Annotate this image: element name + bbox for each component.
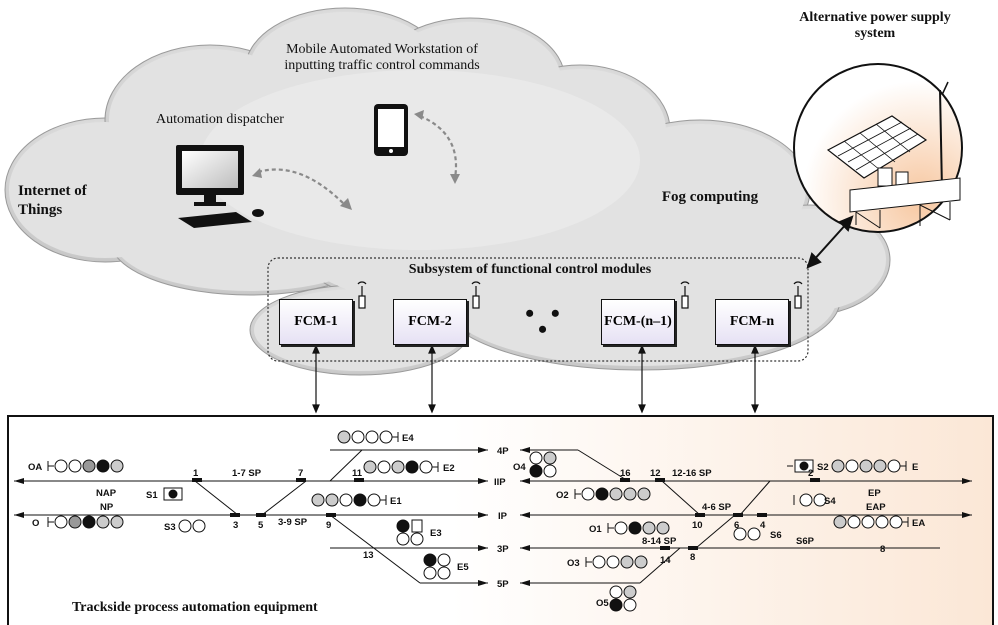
arrow-heads bbox=[252, 110, 460, 210]
signal-s4-label: S4 bbox=[824, 496, 836, 507]
switch-16-label: 16 bbox=[620, 468, 631, 479]
signal-e-label: E bbox=[912, 462, 918, 473]
section-8-14-sp: 8-14 SP bbox=[642, 536, 677, 547]
section-4-6-sp: 4-6 SP bbox=[702, 502, 732, 513]
signal-o4-label: O4 bbox=[513, 462, 526, 473]
signal-e5-label: E5 bbox=[457, 562, 469, 573]
track-5p-label: 5P bbox=[497, 579, 509, 590]
wireless-link-arrows bbox=[257, 114, 458, 206]
trackside-label: Trackside process automation equipment bbox=[72, 600, 318, 615]
section-8-end: 8 bbox=[880, 544, 885, 555]
switch-11-label: 11 bbox=[352, 468, 363, 479]
track-lines bbox=[14, 449, 972, 584]
fcm-track-links bbox=[312, 344, 759, 414]
switch-points bbox=[192, 478, 820, 550]
switch-12-label: 12 bbox=[650, 468, 661, 479]
signal-s6-label: S6 bbox=[770, 530, 782, 541]
signal-o-label: O bbox=[32, 518, 39, 529]
signal-o1-label: O1 bbox=[589, 524, 602, 535]
switch-4-label: 4 bbox=[760, 520, 766, 531]
switch-2-label: 2 bbox=[808, 468, 813, 479]
dispatcher-label: Automation dispatcher bbox=[156, 112, 284, 127]
fcm-module-n-1: FCM-(n–1) bbox=[601, 299, 675, 345]
switch-9-label: 9 bbox=[326, 520, 331, 531]
section-12-16-sp: 12-16 SP bbox=[672, 468, 712, 479]
antenna-icons bbox=[357, 281, 803, 309]
signal-s1-label: S1 bbox=[146, 490, 158, 501]
signal-icons bbox=[47, 430, 909, 612]
iot-label: Internet of Things bbox=[18, 183, 87, 218]
switch-8-label: 8 bbox=[690, 552, 695, 563]
switch-7-label: 7 bbox=[298, 468, 303, 479]
signal-e4-label: E4 bbox=[402, 433, 414, 444]
signal-o2-label: O2 bbox=[556, 490, 569, 501]
switch-3-label: 3 bbox=[233, 520, 238, 531]
subsystem-frame bbox=[267, 257, 809, 362]
track-ip-label: IP bbox=[498, 511, 508, 522]
switch-1-label: 1 bbox=[193, 468, 199, 479]
switch-10-label: 10 bbox=[692, 520, 703, 531]
fcm-module-2: FCM-2 bbox=[393, 299, 467, 345]
power-link-arrow bbox=[806, 215, 854, 269]
track-text: 4P IIP IP 3P 5P 1 3 5 7 9 11 13 2 4 6 8 … bbox=[28, 433, 925, 609]
fcm-module-1: FCM-1 bbox=[279, 299, 353, 345]
solar-panel-icon bbox=[793, 63, 963, 233]
section-3-9-sp: 3-9 SP bbox=[278, 517, 308, 528]
switch-6-label: 6 bbox=[734, 520, 739, 531]
mobile-workstation-label: Mobile Automated Workstation of inputtin… bbox=[284, 42, 480, 73]
fog-computing-label: Fog computing bbox=[661, 189, 759, 205]
signal-oa-label: OA bbox=[28, 462, 42, 473]
signal-e2-label: E2 bbox=[443, 463, 455, 474]
tablet-icon bbox=[374, 104, 408, 156]
section-nap: NAP bbox=[96, 488, 117, 499]
computer-icon bbox=[176, 145, 264, 228]
section-np: NP bbox=[100, 502, 114, 513]
track-iip-label: IIP bbox=[494, 477, 506, 488]
switch-13-label: 13 bbox=[363, 550, 374, 561]
fcm-module-n: FCM-n bbox=[715, 299, 789, 345]
signal-s3-label: S3 bbox=[164, 522, 176, 533]
signal-e3-label: E3 bbox=[430, 528, 442, 539]
section-1-7-sp: 1-7 SP bbox=[232, 468, 262, 479]
section-s6p: S6P bbox=[796, 536, 815, 547]
signal-ea-label: EA bbox=[912, 518, 925, 529]
signal-e1-label: E1 bbox=[390, 496, 402, 507]
signal-o3-label: O3 bbox=[567, 558, 580, 569]
switch-14-label: 14 bbox=[660, 555, 671, 566]
subsystem-label: Subsystem of functional control modules bbox=[408, 262, 652, 277]
power-supply-label: Alternative power supply system bbox=[799, 10, 951, 41]
track-3p-label: 3P bbox=[497, 544, 509, 555]
section-eap: EAP bbox=[866, 502, 886, 513]
track-4p-label: 4P bbox=[497, 446, 509, 457]
trackside-panel bbox=[7, 415, 994, 625]
switch-5-label: 5 bbox=[258, 520, 264, 531]
section-ep: EP bbox=[868, 488, 881, 499]
signal-o5-label: O5 bbox=[596, 598, 609, 609]
track-end-arrows bbox=[14, 447, 972, 586]
signal-s2-label: S2 bbox=[817, 462, 829, 473]
